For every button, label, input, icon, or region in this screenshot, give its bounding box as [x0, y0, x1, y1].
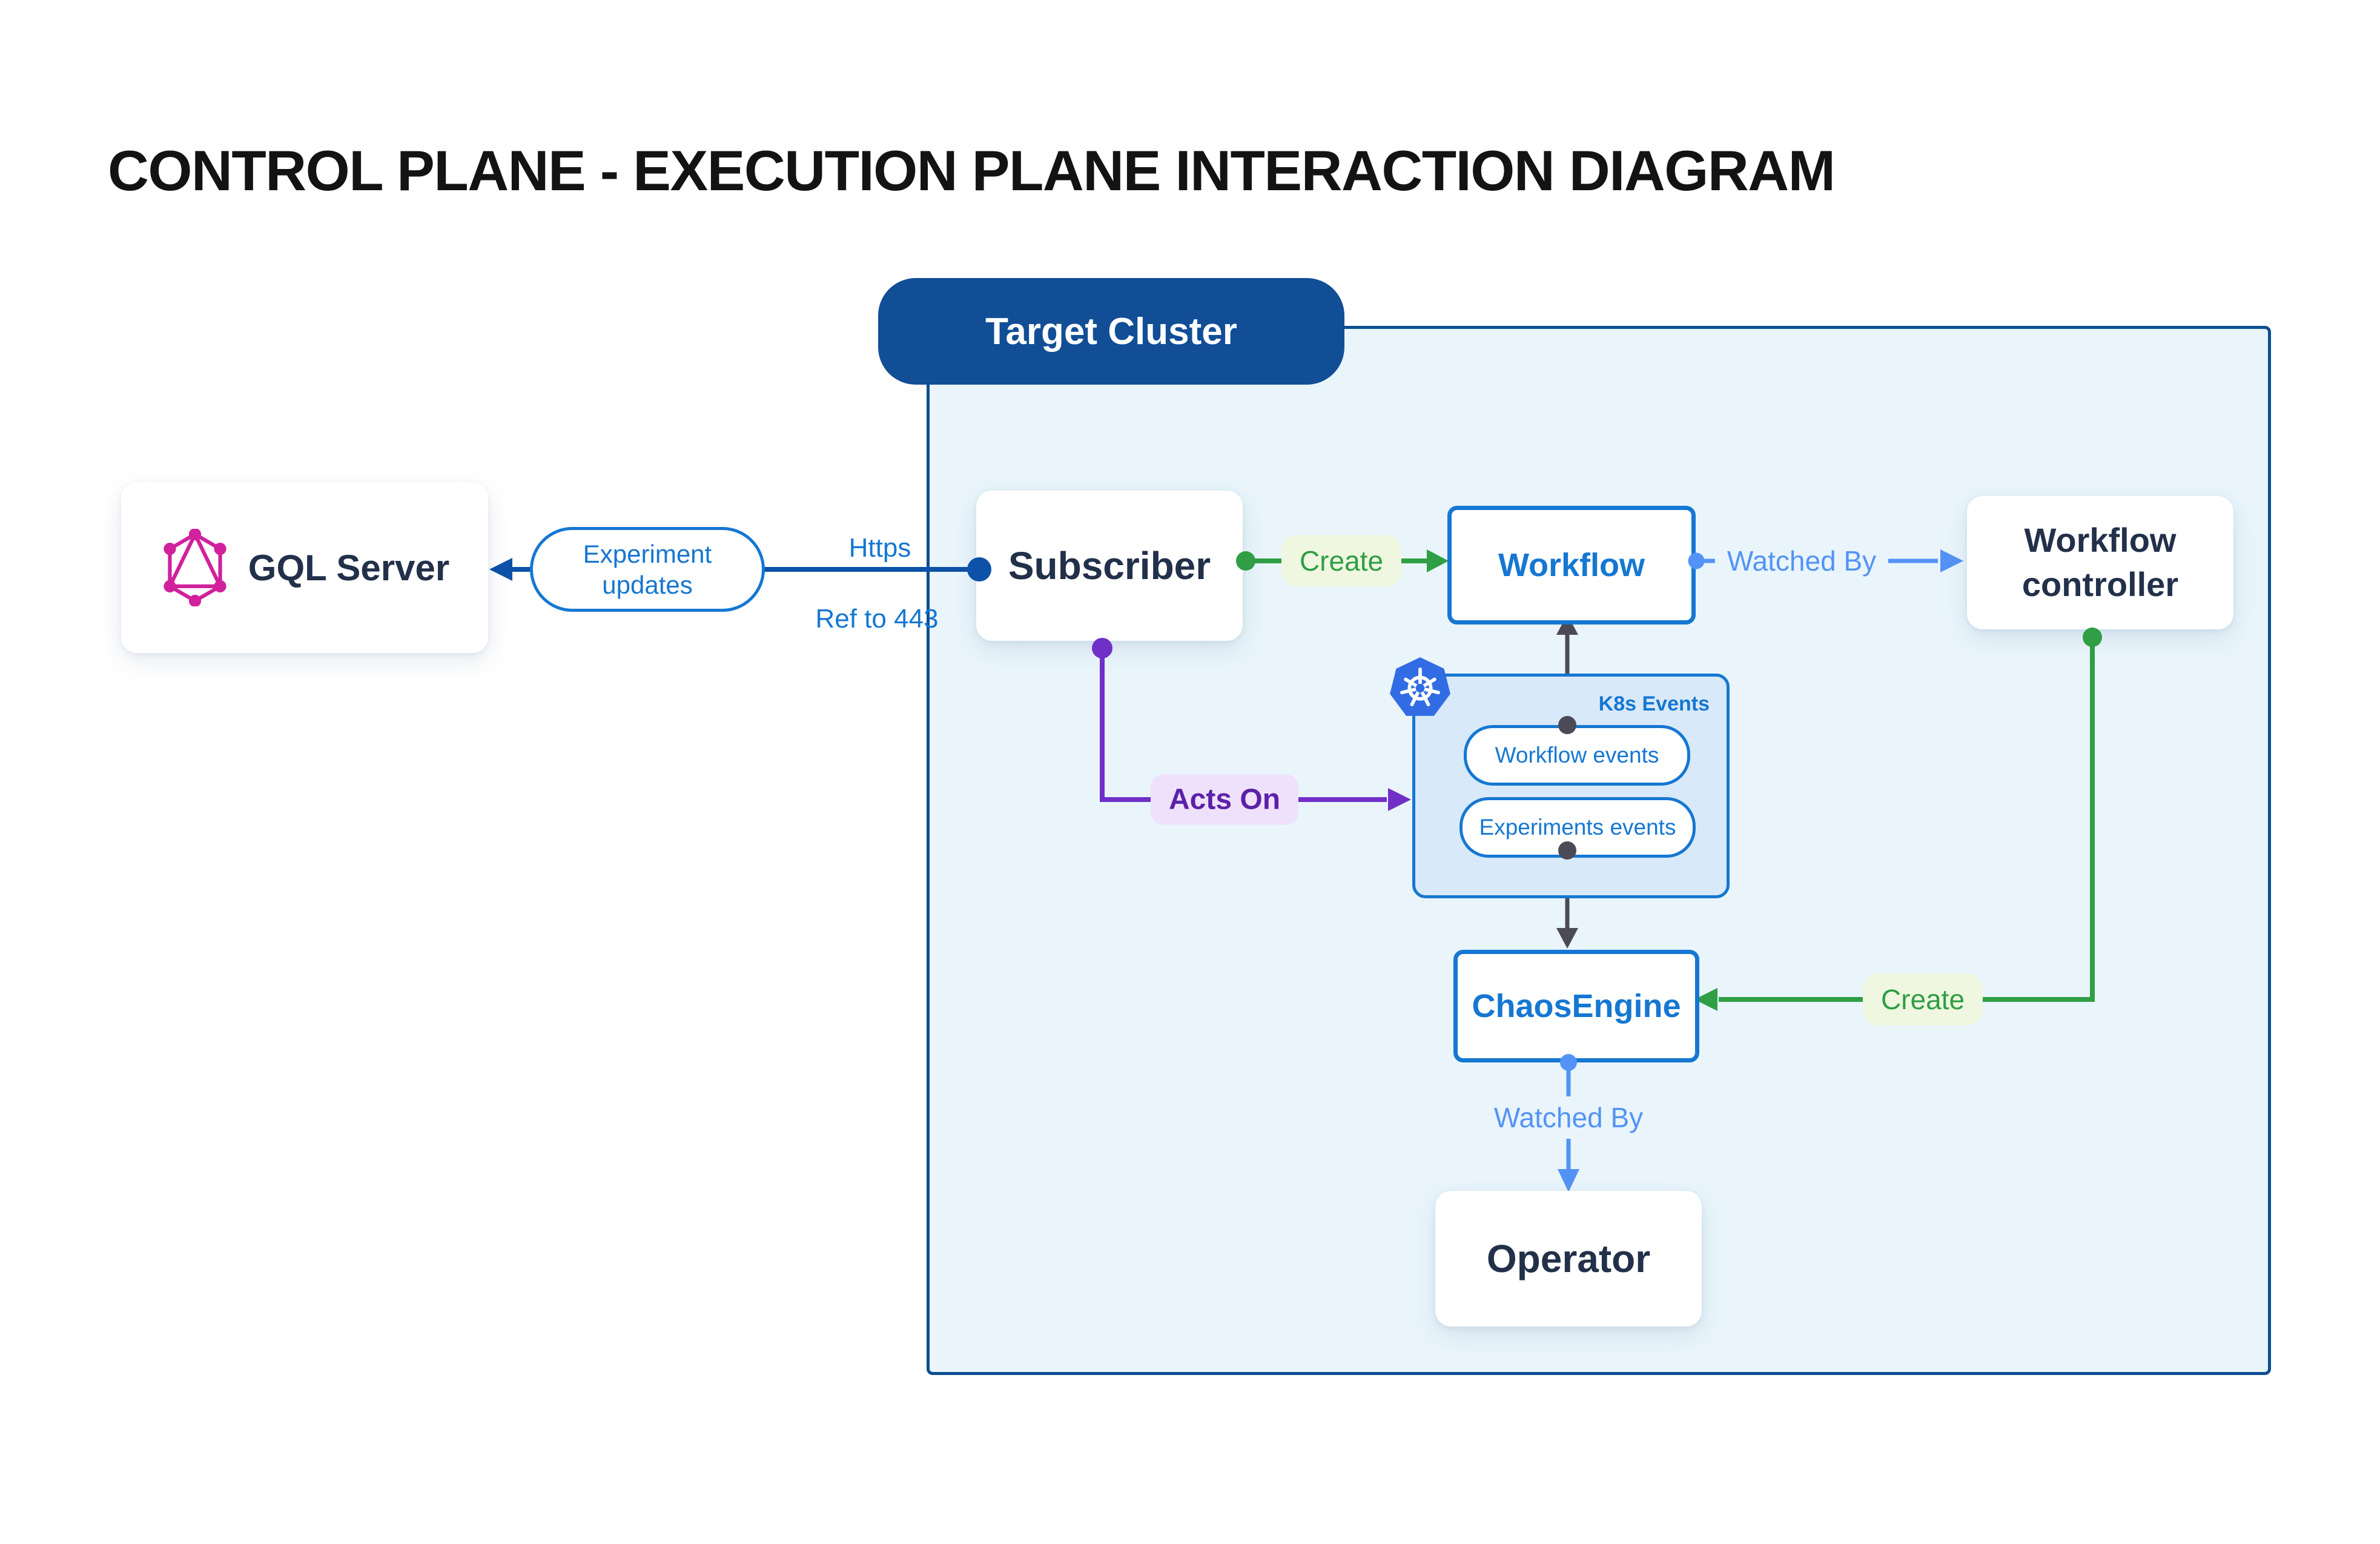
arrowhead-to-workflow-bottom [1556, 614, 1578, 635]
experiment-updates-label: Experiment updates [583, 539, 712, 599]
arrowhead-to-chaosengine-right [1694, 988, 1717, 1011]
workflow-controller-node: Workflow controller [1967, 496, 2233, 629]
workflow-events-dot [1558, 716, 1576, 734]
workflow-controller-label: Workflow controller [2021, 521, 2179, 603]
https-endpoint-dot [967, 557, 991, 581]
arrowhead-to-workflow [1427, 549, 1449, 572]
watchedby-operator-start-dot [1560, 1054, 1577, 1071]
experiment-updates-pill: Experiment updates [530, 527, 765, 612]
operator-node: Operator [1435, 1191, 1702, 1327]
acts-on-label: Acts On [1150, 774, 1299, 825]
watchedby-workflow-label: Watched By [1714, 540, 1889, 582]
subscriber-node: Subscriber [976, 491, 1243, 641]
workflow-node: Workflow [1447, 506, 1696, 625]
page-title: CONTROL PLANE - EXECUTION PLANE INTERACT… [108, 139, 1836, 202]
arrowhead-to-k8s-events [1388, 788, 1411, 811]
https-label: Https [848, 533, 911, 563]
arrowhead-to-workflow-controller [1940, 549, 1963, 572]
k8s-events-panel: K8s Events Workflow events Experiments e… [1412, 674, 1730, 898]
edge-create-chaosengine-line [1719, 637, 2095, 1002]
target-cluster-label: Target Cluster [985, 310, 1237, 353]
subscriber-label: Subscriber [1008, 544, 1211, 588]
workflow-events-label: Workflow events [1495, 743, 1659, 767]
ref-to-443-label: Ref to 443 [815, 604, 939, 634]
arrowhead-to-gql-server [489, 558, 512, 581]
kubernetes-icon [1390, 657, 1450, 716]
experiments-events-label: Experiments events [1479, 815, 1676, 840]
target-cluster-pill: Target Cluster [878, 278, 1344, 385]
create-chaosengine-label: Create [1862, 973, 1983, 1025]
workflow-events-pill: Workflow events [1464, 725, 1690, 786]
actson-start-dot [1092, 638, 1112, 658]
workflow-label: Workflow [1498, 547, 1645, 583]
experiments-events-pill: Experiments events [1459, 797, 1696, 858]
watchedby-operator-label: Watched By [1481, 1096, 1656, 1139]
chaosengine-label: ChaosEngine [1472, 988, 1681, 1024]
create-start-dot [1236, 551, 1255, 571]
gql-server-label: GQL Server [248, 547, 450, 588]
operator-label: Operator [1486, 1237, 1651, 1281]
arrowhead-to-chaosengine-top [1556, 928, 1578, 949]
experiments-events-dot [1558, 841, 1576, 860]
arrowhead-to-operator [1558, 1169, 1579, 1192]
k8s-events-label: K8s Events [1598, 692, 1710, 715]
watchedby-start-dot [1688, 552, 1705, 569]
create-workflow-label: Create [1281, 535, 1402, 587]
gql-server-node: GQL Server [121, 482, 488, 653]
create-chaosengine-start-dot [2083, 628, 2102, 647]
graphql-icon [164, 529, 226, 606]
chaosengine-node: ChaosEngine [1453, 950, 1699, 1062]
